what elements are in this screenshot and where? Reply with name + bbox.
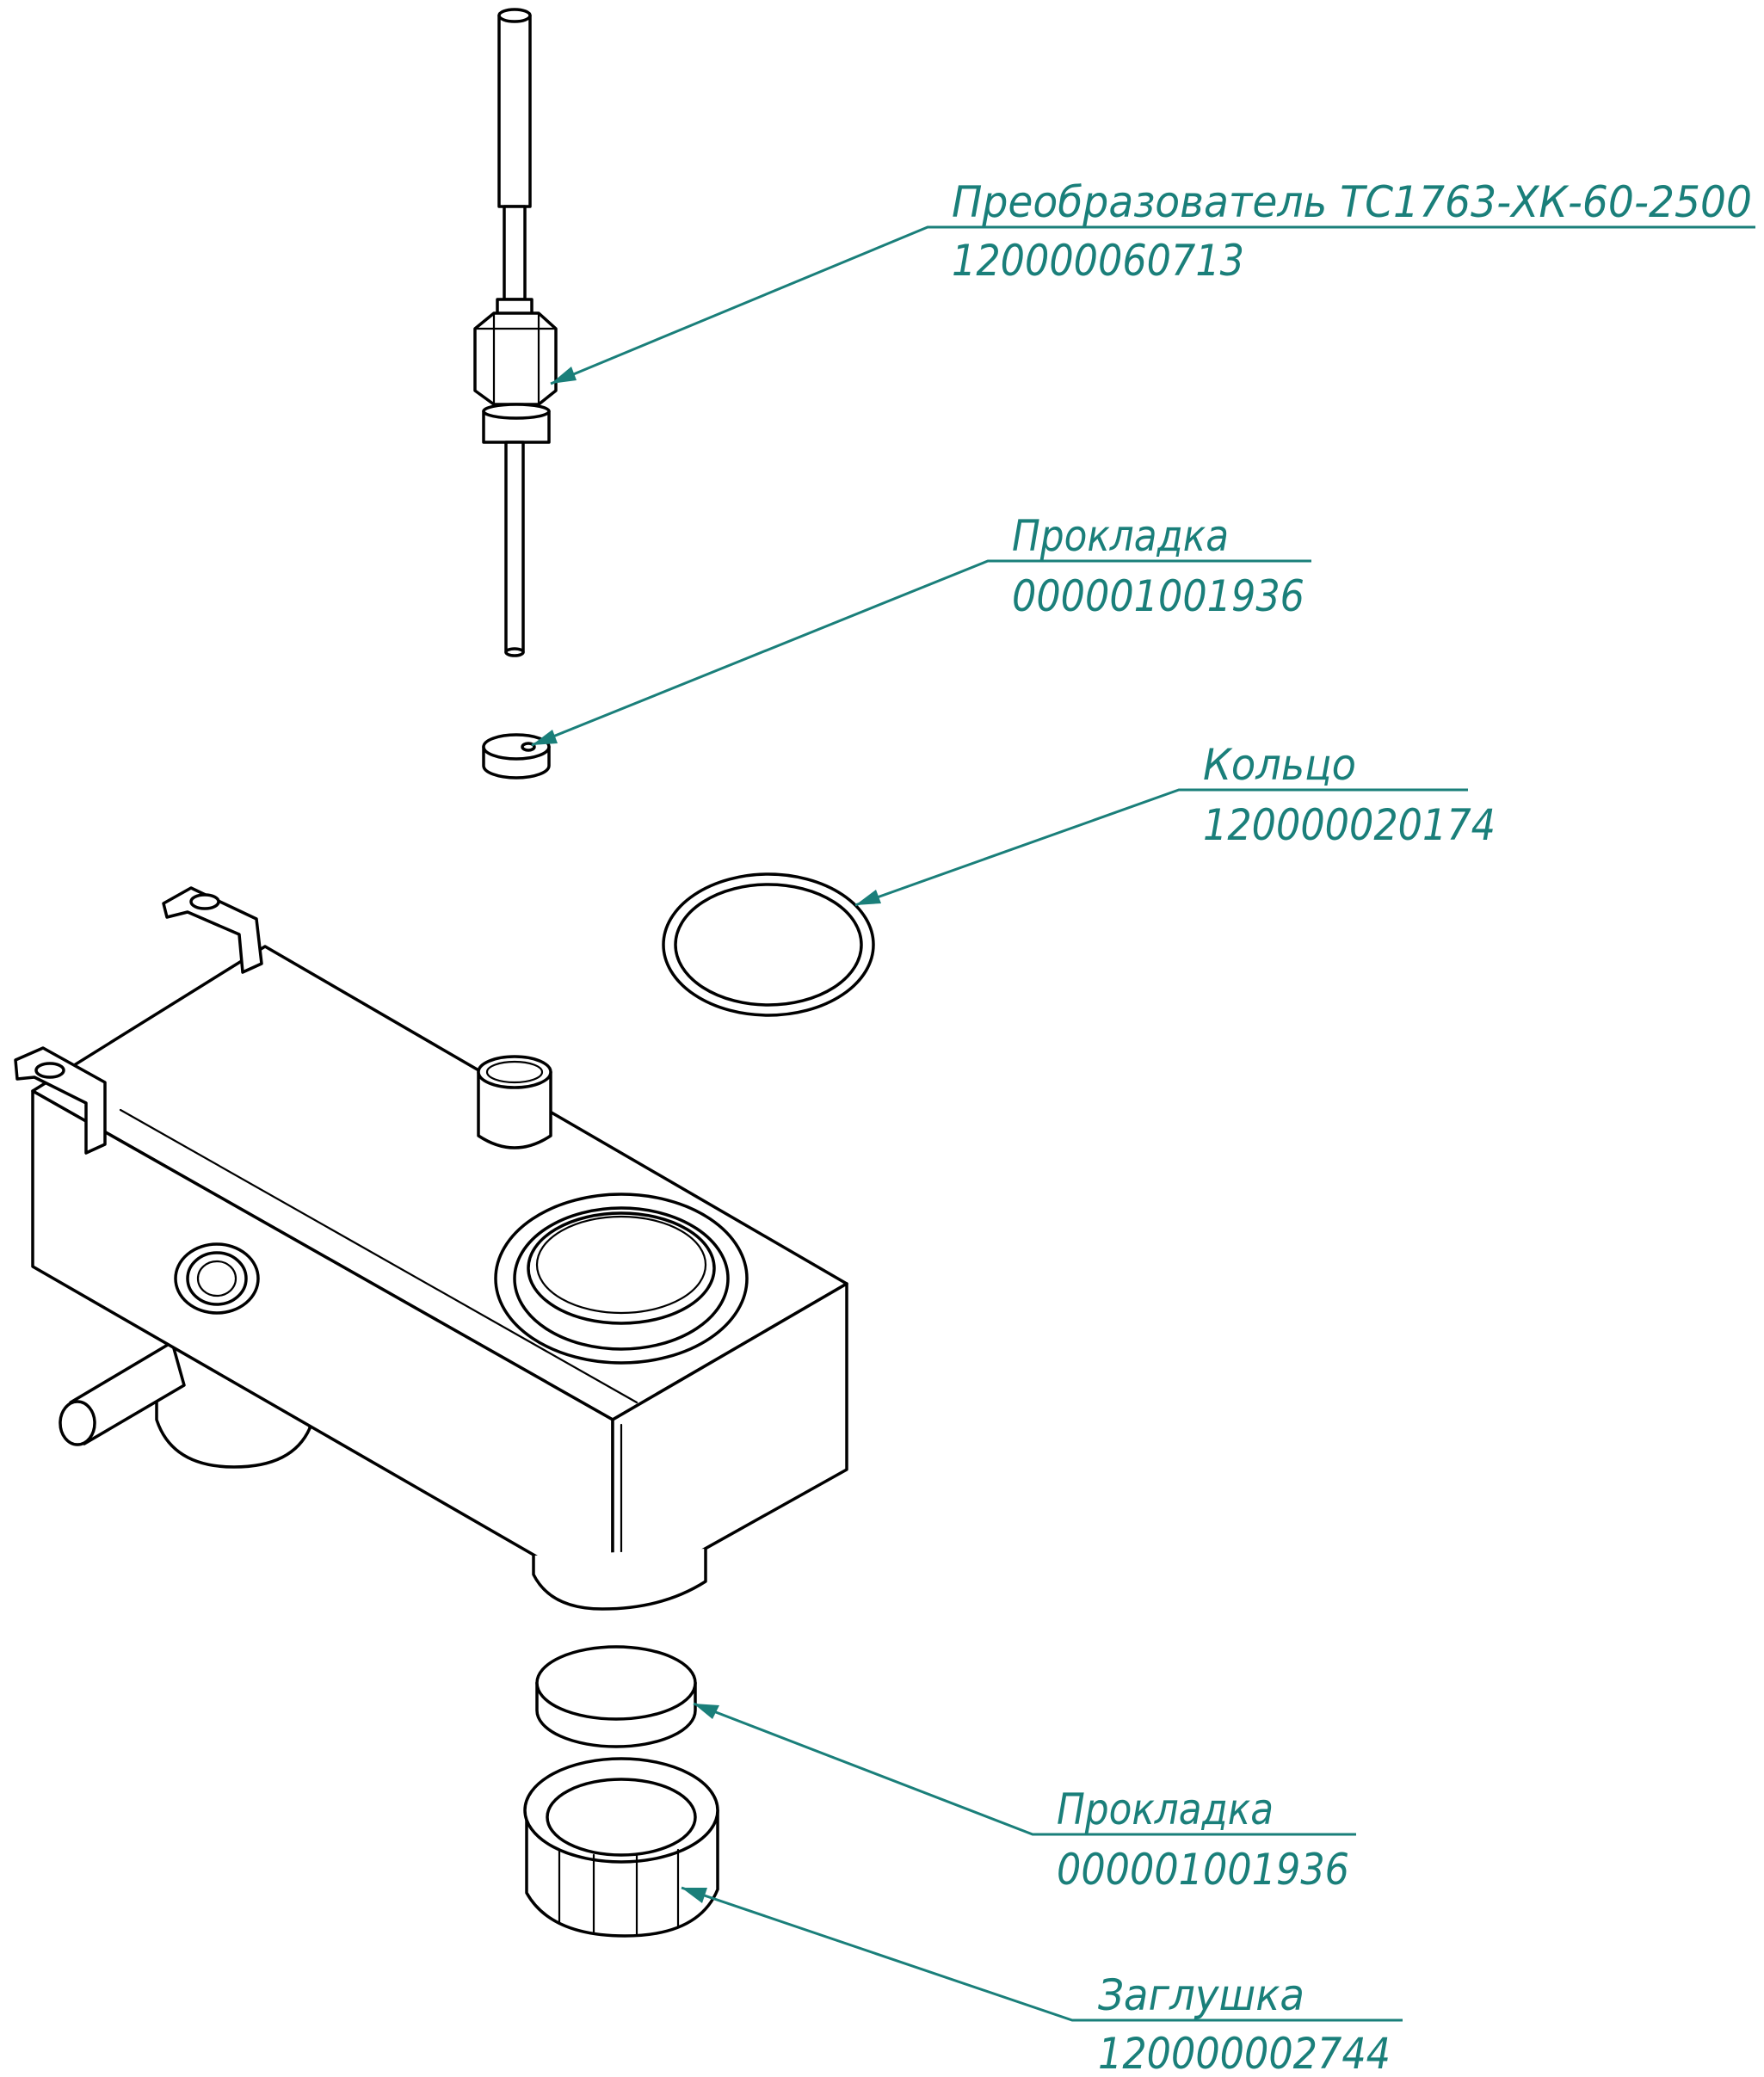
callout-3-code: 120000020174 (1203, 800, 1496, 850)
part-housing (14, 886, 848, 1611)
leader-line-2 (531, 559, 1311, 747)
leader-lines (531, 225, 1755, 2022)
part-o-ring (662, 872, 875, 1017)
leader-line-5 (681, 1886, 1403, 2022)
callout-1-code: 120000060713 (952, 236, 1244, 286)
part-plug (523, 1757, 719, 1938)
leader-line-1 (550, 225, 1755, 385)
callout-5-name: Заглушка (1098, 1970, 1304, 2020)
callout-4-name: Прокладка (1057, 1784, 1274, 1834)
arrowhead-1 (551, 367, 577, 384)
part-transducer (473, 8, 558, 657)
callout-2-name: Прокладка (1012, 511, 1229, 561)
callout-labels: Преобразователь ТС1763-ХК-60-2500 120000… (952, 177, 1752, 2077)
callout-2-code: 000001001936 (1012, 571, 1304, 621)
part-small-gasket (482, 733, 551, 780)
part-lower-gasket (535, 1645, 697, 1748)
callout-3-name: Кольцо (1203, 740, 1356, 790)
leader-line-3 (854, 788, 1468, 907)
callout-5-code: 120000002744 (1098, 2029, 1391, 2077)
arrowhead-2 (532, 730, 558, 745)
arrowhead-4 (694, 1704, 719, 1719)
callout-1-name: Преобразователь ТС1763-ХК-60-2500 (952, 177, 1752, 227)
arrowhead-3 (855, 890, 881, 905)
arrowhead-5 (682, 1888, 707, 1903)
leader-line-4 (693, 1702, 1356, 1836)
callout-4-code: 000001001936 (1057, 1845, 1349, 1895)
